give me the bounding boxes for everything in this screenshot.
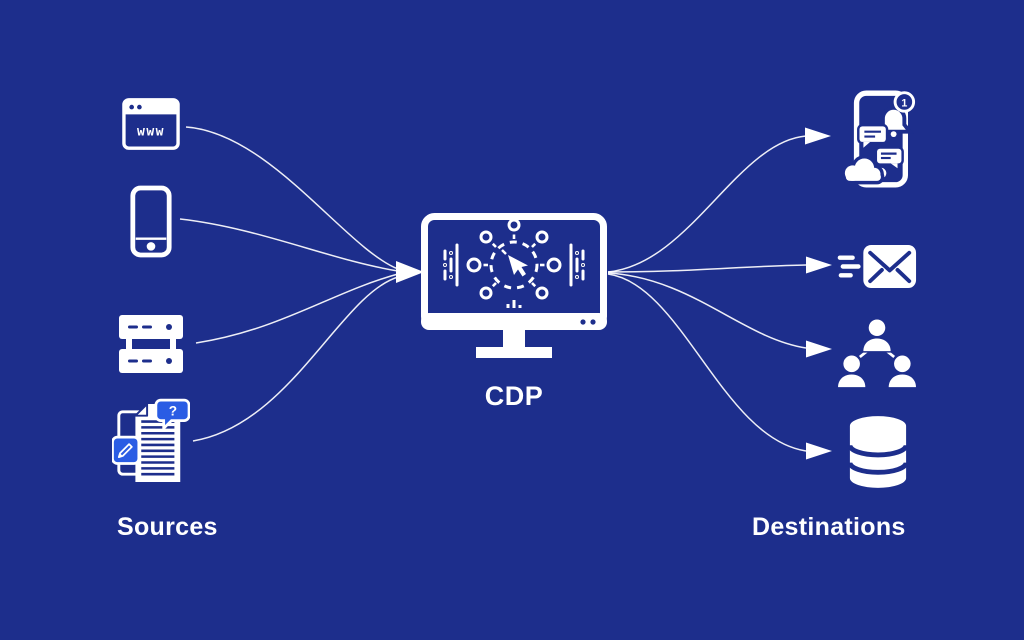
destinations-label: Destinations	[752, 513, 906, 541]
data-stream-left	[443, 243, 459, 287]
monitor-stand-base	[476, 347, 552, 358]
arrowhead-to-push	[805, 127, 831, 145]
smartphone-icon	[130, 185, 172, 258]
person-glyph	[838, 353, 866, 388]
data-stream-right	[569, 243, 585, 287]
connector-website-to-cdp	[185, 126, 399, 270]
cloud-icon	[841, 155, 885, 185]
person-glyph	[861, 318, 893, 353]
audience-network-icon	[838, 318, 916, 388]
arrowhead-to-email	[806, 256, 832, 274]
connector-cdp-to-database	[607, 273, 807, 452]
www-text: www	[137, 125, 165, 140]
monitor-stand-neck	[503, 328, 525, 349]
connector-documents-to-cdp	[192, 276, 399, 442]
connector-cdp-to-audience	[607, 272, 807, 349]
notification-bell-icon: 1	[873, 91, 916, 138]
arrowhead-to-audience	[806, 340, 832, 358]
connector-cdp-to-push	[607, 135, 807, 273]
chat-bubble-icon	[857, 123, 889, 148]
connector-mobile-to-cdp	[179, 218, 399, 272]
edit-pencil-icon	[112, 435, 141, 465]
email-send-icon	[837, 245, 917, 288]
connector-cdp-to-email	[607, 264, 807, 273]
chat-bubble-icon	[874, 146, 904, 169]
cdp-label: CDP	[484, 381, 544, 411]
cursor-pointer-icon	[508, 255, 528, 277]
mini-bar-chart-icon	[506, 300, 522, 308]
notification-count-badge: 1	[901, 97, 907, 109]
server-rack-icon	[119, 315, 183, 373]
database-icon	[847, 416, 909, 488]
arrowhead-to-database	[806, 442, 832, 460]
speed-lines	[837, 255, 861, 278]
phone-notifications-icon: 1	[841, 90, 916, 188]
sources-label: Sources	[117, 513, 218, 541]
question-mark-text: ?	[169, 404, 177, 419]
data-hub-graphic	[443, 218, 585, 308]
cdp-monitor-icon	[421, 213, 607, 358]
browser-window-icon: www	[122, 98, 180, 150]
arrowhead-into-cdp	[396, 261, 424, 283]
documents-icon: ?	[112, 398, 190, 482]
connector-server-to-cdp	[195, 273, 399, 344]
question-badge: ?	[154, 398, 190, 432]
person-glyph	[888, 353, 916, 388]
